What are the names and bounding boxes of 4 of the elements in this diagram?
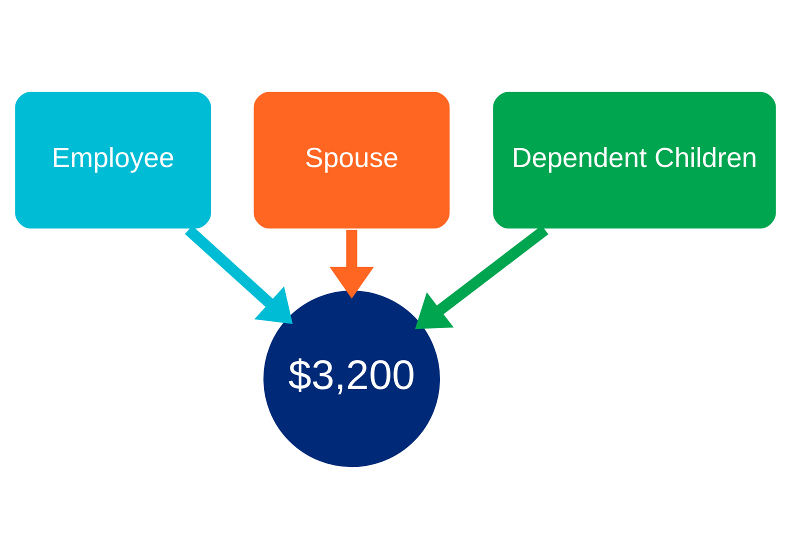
node-box: Dependent Children <box>490 88 779 231</box>
node-box: Spouse <box>251 88 452 231</box>
node-box: Employee <box>12 88 214 231</box>
arrow <box>330 229 374 298</box>
